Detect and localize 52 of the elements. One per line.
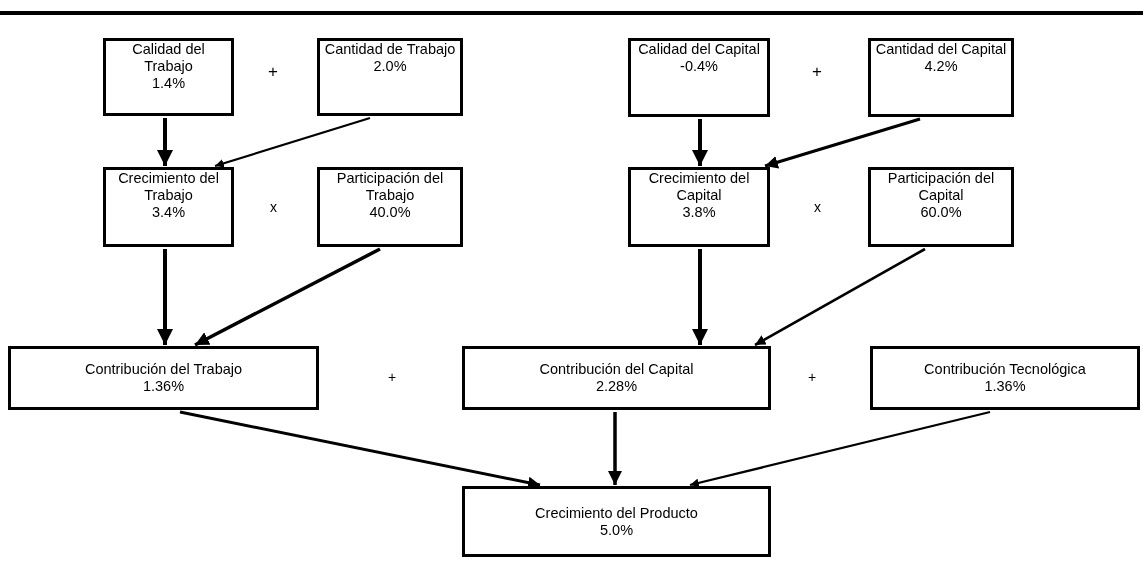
arrow (214, 116, 371, 168)
box-title: Contribución del Trabajo (84, 361, 243, 378)
operator-sign: x (270, 198, 277, 216)
percentage-value: 3.8% (682, 204, 716, 221)
operator-sign: + (268, 63, 278, 81)
percentage-value: 1.4% (151, 75, 186, 92)
percentage-value: 1.36% (984, 378, 1026, 395)
percentage-value: 2.28% (595, 378, 638, 395)
operator-sign: x (814, 198, 821, 216)
process-box (628, 167, 770, 247)
process-box (103, 38, 234, 116)
arrow (692, 119, 708, 166)
process-box (868, 38, 1014, 117)
operator-sign: + (808, 368, 817, 386)
percentage-value: 1.36% (142, 378, 185, 395)
box-title: Calidad del Trabajo (131, 41, 206, 75)
process-box (628, 38, 770, 117)
process-box (868, 167, 1014, 247)
process-box (870, 346, 1140, 410)
arrow (194, 247, 381, 347)
box-title: Contribución del Capital (539, 361, 694, 378)
arrow (608, 412, 622, 485)
percentage-value: 60.0% (920, 204, 962, 221)
box-title: Cantidad del Capital (875, 41, 1007, 58)
box-title: Calidad del Capital (638, 41, 760, 58)
process-box (462, 346, 771, 410)
percentage-value: -0.4% (680, 58, 718, 75)
percentage-value: 4.2% (924, 58, 958, 75)
process-box (462, 486, 771, 557)
box-title: Participación del Trabajo (335, 170, 445, 204)
process-box (317, 38, 463, 116)
process-box (103, 167, 234, 247)
box-title: Crecimiento del Producto (535, 504, 698, 522)
process-box (8, 346, 319, 410)
box-title: Crecimiento del Capital (647, 170, 751, 204)
arrow (764, 117, 921, 169)
percentage-value: 5.0% (599, 521, 634, 539)
process-box (317, 167, 463, 247)
arrow (754, 247, 926, 347)
percentage-value: 3.4% (151, 204, 186, 221)
operator-sign: + (812, 63, 822, 81)
percentage-value: 40.0% (369, 204, 411, 221)
arrow (157, 118, 173, 166)
arrow (689, 410, 991, 488)
operator-sign: + (388, 368, 397, 386)
percentage-value: 2.0% (373, 58, 407, 75)
box-title: Participación del Capital (886, 170, 996, 204)
arrow (692, 249, 708, 345)
box-title: Contribución Tecnológica (924, 361, 1086, 378)
arrow (157, 249, 173, 345)
box-title: Cantidad de Trabajo (324, 41, 456, 58)
box-title: Crecimiento del Trabajo (117, 170, 220, 204)
